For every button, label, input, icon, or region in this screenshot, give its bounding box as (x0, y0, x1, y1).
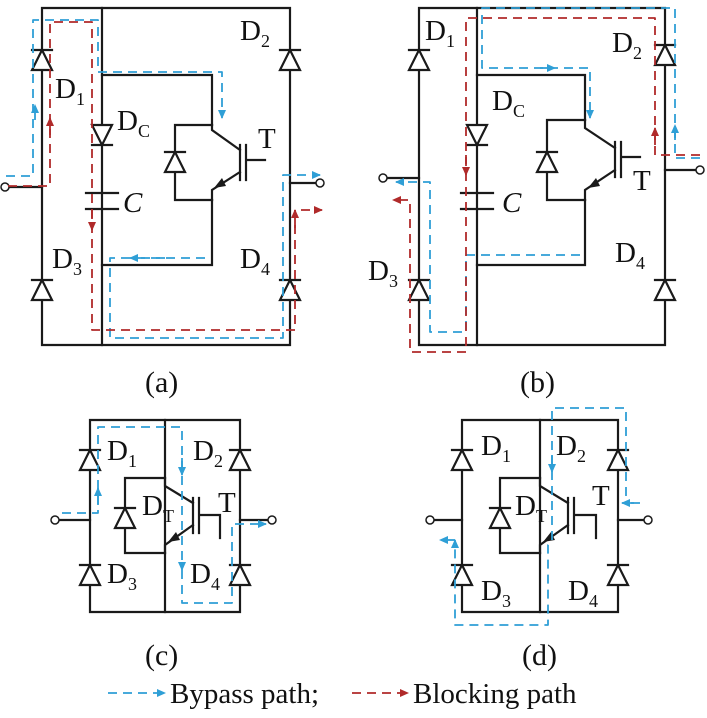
panel-a-diode-d2 (278, 47, 302, 72)
panel-c-diode-d4 (228, 562, 252, 587)
panel-a-label-d1: D1 (55, 73, 85, 109)
panel-b-diode-d2 (653, 42, 677, 67)
panel-b-label-d2: D2 (612, 27, 642, 63)
panel-c-diode-d1 (78, 447, 102, 472)
panel-a-label-c: C (123, 187, 143, 219)
panel-a-diode-dc (90, 123, 114, 148)
panel-d-label-dt: DT (515, 490, 547, 526)
panel-d-label-d2: D2 (556, 430, 586, 466)
panel-c-body-diode (113, 505, 137, 530)
panel-b-label-c: C (502, 187, 522, 219)
panel-b-caption: (b) (520, 366, 555, 399)
panel-a-igbt (0, 123, 325, 202)
legend-blocking-label: Blocking path (413, 678, 577, 710)
panel-b-diode-dc (465, 123, 489, 148)
panel-a-diode-d3 (30, 277, 54, 302)
panel-b-diode-d3 (407, 277, 431, 302)
panel-c-label-t: T (218, 487, 236, 519)
panel-b-bypass-path (481, 7, 700, 159)
legend-bypass-label: Bypass path; (170, 678, 319, 710)
panel-c: D1 D2 D3 D4 DT T (c) (50, 418, 277, 672)
panel-d: D1 D2 D3 D4 DT T (d) (425, 407, 653, 672)
panel-d-diode-d1 (450, 447, 474, 472)
panel-b-label-dc: DC (492, 85, 525, 121)
panel-b-label-d4: D4 (615, 237, 645, 273)
panel-d-label-d1: D1 (481, 430, 511, 466)
panel-a-blocking-path (8, 21, 323, 331)
panel-d-label-t: T (592, 480, 610, 512)
panel-c-label-d2: D2 (193, 435, 223, 471)
panel-b-body-diode (535, 149, 559, 174)
panel-a-label-t: T (258, 123, 276, 155)
panel-b-diode-d4 (653, 277, 677, 302)
panel-b: D1 D2 D3 D4 DC C T (b) (368, 6, 705, 399)
panel-d-label-d4: D4 (568, 575, 598, 611)
panel-b-diode-d1 (407, 47, 431, 72)
panel-b-label-t: T (633, 165, 651, 197)
panel-c-caption: (c) (145, 639, 178, 672)
panel-c-label-d3: D3 (107, 558, 137, 594)
panel-d-diode-d4 (606, 562, 630, 587)
panel-d-label-d3: D3 (481, 575, 511, 611)
panel-b-bypass-path-4 (395, 178, 580, 333)
panel-a-bypass-path-3 (109, 171, 321, 339)
panel-d-bypass-path (451, 407, 634, 626)
panel-b-label-d3: D3 (368, 255, 398, 291)
panel-a-label-d4: D4 (240, 243, 270, 279)
panel-a-caption: (a) (145, 366, 178, 399)
panel-b-igbt (378, 118, 705, 202)
panel-c-label-dt: DT (142, 490, 174, 526)
panel-a-label-d3: D3 (52, 243, 82, 279)
panel-a-label-dc: DC (117, 105, 150, 141)
panel-c-bypass-path-4 (181, 520, 267, 604)
panel-a-wiring (3, 6, 322, 347)
panel-c-bypass-path (62, 426, 186, 571)
panel-a: D1 D2 D3 D4 DC C T (a) (0, 6, 325, 399)
panel-b-label-d1: D1 (425, 15, 455, 51)
panel-d-caption: (d) (522, 639, 557, 672)
panel-c-diode-d2 (228, 447, 252, 472)
panel-a-label-d2: D2 (240, 15, 270, 51)
panel-c-igbt (50, 476, 277, 555)
panel-c-label-d1: D1 (107, 435, 137, 471)
panel-c-label-d4: D4 (190, 558, 220, 594)
panel-c-diode-d3 (78, 562, 102, 587)
panel-b-wiring (381, 6, 702, 347)
panel-d-body-diode (488, 505, 512, 530)
panel-d-diode-d2 (606, 447, 630, 472)
panel-a-body-diode (163, 149, 187, 174)
panel-a-bypass-path (6, 19, 226, 177)
panel-a-diode-d1 (30, 47, 54, 72)
legend: Bypass path; Blocking path (108, 678, 577, 710)
